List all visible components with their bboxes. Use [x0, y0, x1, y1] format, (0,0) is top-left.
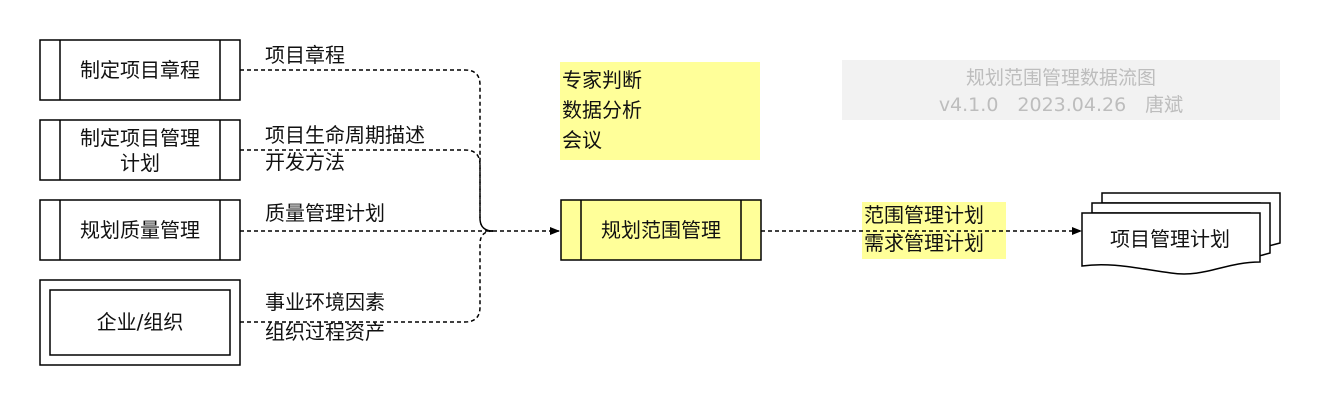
tool-data-analysis: 数据分析 — [562, 98, 642, 122]
process-develop-pmp: 制定项目管理 计划 — [39, 119, 241, 181]
tools-and-techniques: 专家判断 数据分析 会议 — [560, 62, 760, 160]
flow-line-enterprise — [240, 230, 494, 323]
tools-background — [560, 62, 760, 160]
process-plan-scope-management: 规划范围管理 — [560, 199, 762, 261]
flow-label-lifecycle: 项目生命周期描述 — [265, 123, 425, 147]
watermark-title: 规划范围管理数据流图 — [966, 67, 1156, 89]
develop-charter-label: 制定项目章程 — [80, 58, 200, 82]
flow-label-opa: 组织过程资产 — [265, 320, 385, 344]
document-project-management-plan: 项目管理计划 — [1081, 192, 1281, 275]
flow-label-quality-plan: 质量管理计划 — [265, 201, 385, 225]
target-label: 项目管理计划 — [1110, 227, 1230, 251]
process-plan-quality: 规划质量管理 — [39, 199, 241, 261]
enterprise-org-label: 企业/组织 — [97, 310, 184, 334]
plan-quality-label: 规划质量管理 — [80, 218, 200, 242]
flow-label-eef: 事业环境因素 — [265, 290, 385, 314]
output-req-plan: 需求管理计划 — [864, 231, 984, 255]
flow-label-dev-approach: 开发方法 — [265, 150, 345, 174]
process-develop-charter: 制定项目章程 — [39, 39, 241, 101]
develop-pmp-label-line1: 制定项目管理 — [80, 126, 200, 150]
entity-enterprise-organization: 企业/组织 — [39, 279, 241, 366]
tool-expert-judgment: 专家判断 — [562, 68, 642, 92]
tool-meetings: 会议 — [562, 128, 602, 152]
flow-line-pmp — [240, 149, 494, 232]
flow-label-charter: 项目章程 — [265, 43, 345, 67]
plan-scope-label: 规划范围管理 — [601, 218, 721, 242]
watermark-background — [842, 60, 1280, 120]
output-scope-plan: 范围管理计划 — [864, 203, 984, 227]
watermark-meta: v4.1.0 2023.04.26 唐斌 — [939, 94, 1183, 116]
develop-pmp-label-line2: 计划 — [120, 151, 160, 175]
watermark-panel: 规划范围管理数据流图 v4.1.0 2023.04.26 唐斌 — [842, 60, 1280, 120]
